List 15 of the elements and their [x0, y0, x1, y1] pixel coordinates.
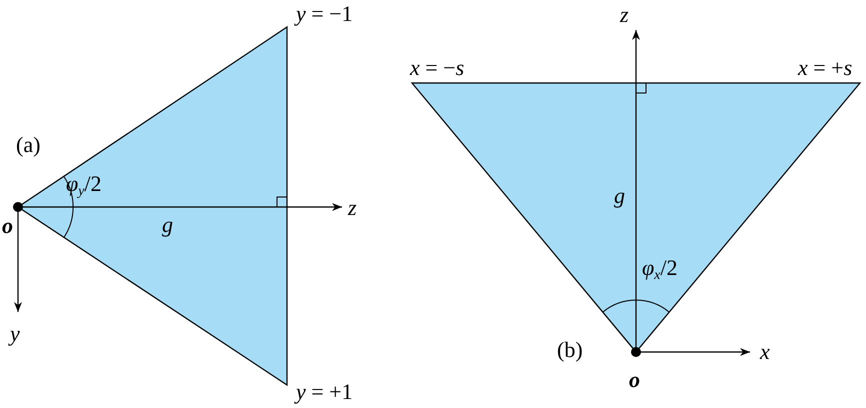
distance-label: g	[614, 184, 625, 208]
axis-label: x	[760, 340, 770, 364]
boundary-label: x = +s	[798, 56, 852, 80]
distance-label: g	[162, 213, 173, 237]
origin-label: o	[2, 214, 13, 238]
axis-label: y	[10, 322, 20, 346]
origin-label: o	[629, 368, 640, 392]
panel-label: (a)	[16, 133, 40, 157]
boundary-label: x = −s	[410, 56, 464, 80]
panel-label: (b)	[557, 338, 583, 362]
axis-label: z	[348, 196, 357, 220]
boundary-label: y = −1	[296, 2, 353, 26]
axis-label: z	[620, 3, 629, 27]
angle-label: φ$_{x}$/2	[642, 256, 678, 285]
boundary-label: y = +1	[296, 380, 353, 404]
